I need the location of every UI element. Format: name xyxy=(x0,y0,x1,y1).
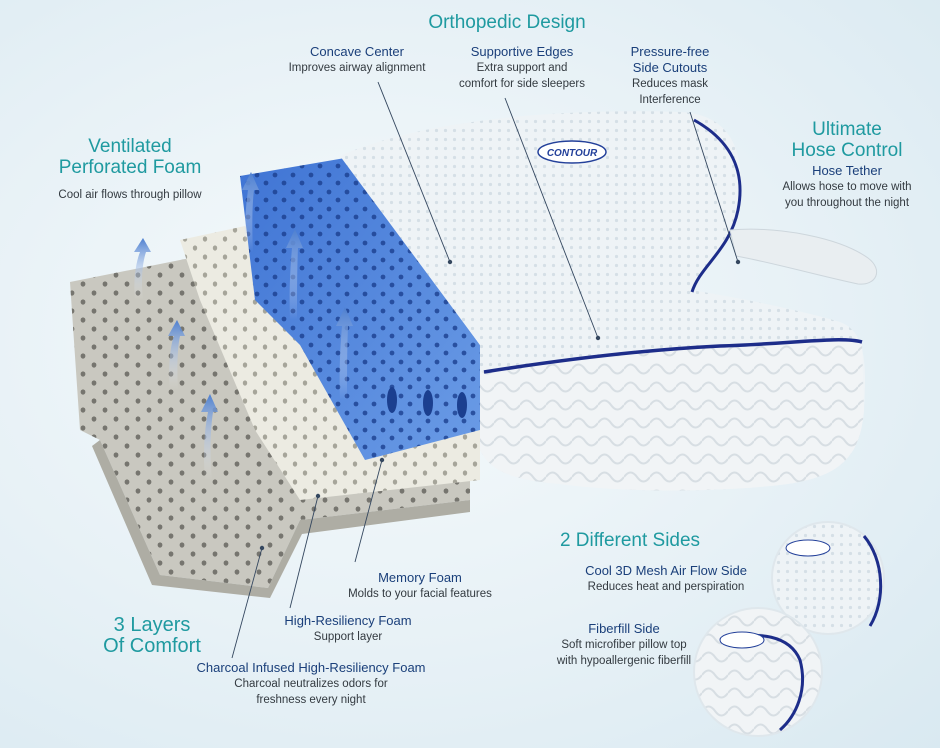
concave-center-title: Concave Center xyxy=(310,44,404,59)
ventilated-callout: Ventilated Perforated Foam Cool air flow… xyxy=(30,136,230,203)
airflow-arrows xyxy=(134,172,353,480)
two-sides-heading: 2 Different Sides xyxy=(559,530,701,551)
high-res-desc: Support layer xyxy=(313,631,383,643)
memory-foam-title: Memory Foam xyxy=(378,570,462,585)
side-cutouts-title-2: Side Cutouts xyxy=(632,60,708,75)
fiberfill-side-callout: Fiberfill Side Soft microfiber pillow to… xyxy=(524,621,724,669)
memory-foam-callout: Memory Foam Molds to your facial feature… xyxy=(335,570,505,602)
orthopedic-design-heading: Orthopedic Design xyxy=(428,12,586,33)
supportive-edges-desc-1: Extra support and xyxy=(476,62,568,74)
fiberfill-side-desc-2: with hypoallergenic fiberfill xyxy=(556,655,692,667)
concave-center-desc: Improves airway alignment xyxy=(288,62,426,74)
mesh-side-detail-image xyxy=(771,521,885,635)
high-res-callout: High-Resiliency Foam Support layer xyxy=(262,613,434,645)
fiberfill-side-desc-1: Soft microfiber pillow top xyxy=(561,639,687,651)
mesh-side-desc: Reduces heat and perspiration xyxy=(587,581,745,593)
ventilated-heading-1: Ventilated xyxy=(88,136,172,157)
layers-heading-1: 3 Layers xyxy=(113,614,191,636)
callout-lines xyxy=(231,81,739,659)
mesh-side-title: Cool 3D Mesh Air Flow Side xyxy=(585,563,747,578)
side-cutouts-callout: Pressure-free Side Cutouts Reduces mask … xyxy=(610,44,730,108)
fiberfill-side-detail-image xyxy=(693,607,823,737)
memory-foam-desc: Molds to your facial features xyxy=(348,588,492,600)
charcoal-title: Charcoal Infused High-Resiliency Foam xyxy=(196,660,426,675)
supportive-edges-callout: Supportive Edges Extra support and comfo… xyxy=(442,44,602,92)
ventilated-heading-2: Perforated Foam xyxy=(58,157,202,178)
high-res-title: High-Resiliency Foam xyxy=(284,613,412,628)
memory-foam-layer xyxy=(240,158,480,460)
charcoal-desc-1: Charcoal neutralizes odors for xyxy=(234,678,388,690)
ultimate-heading-2: Hose Control xyxy=(791,140,903,161)
ventilated-desc: Cool air flows through pillow xyxy=(58,189,202,201)
layers-heading-block: 3 Layers Of Comfort xyxy=(82,615,222,657)
hose-tether-desc-1: Allows hose to move with xyxy=(782,181,912,193)
pillow-logo-text: CONTOUR xyxy=(547,148,598,159)
side-cutouts-desc-2: Interference xyxy=(639,94,701,106)
layers-heading-2: Of Comfort xyxy=(103,635,201,657)
supportive-edges-desc-2: comfort for side sleepers xyxy=(459,78,585,90)
hose-tether-desc-2: you throughout the night xyxy=(784,197,910,209)
charcoal-desc-2: freshness every night xyxy=(256,694,366,706)
callout-dots xyxy=(259,259,741,551)
pillow-cover xyxy=(340,111,878,491)
charcoal-callout: Charcoal Infused High-Resiliency Foam Ch… xyxy=(178,660,444,708)
fiberfill-side-title: Fiberfill Side xyxy=(588,621,660,636)
mesh-side-callout: Cool 3D Mesh Air Flow Side Reduces heat … xyxy=(548,563,784,595)
concave-center-callout: Concave Center Improves airway alignment xyxy=(262,44,452,76)
side-cutouts-desc-1: Reduces mask xyxy=(631,78,709,90)
supportive-edges-title: Supportive Edges xyxy=(470,44,574,59)
ultimate-heading-1: Ultimate xyxy=(812,119,882,140)
hose-tether-title: Hose Tether xyxy=(812,163,882,178)
hose-control-callout: Ultimate Hose Control Hose Tether Allows… xyxy=(752,119,940,211)
side-cutouts-title-1: Pressure-free xyxy=(630,44,710,59)
